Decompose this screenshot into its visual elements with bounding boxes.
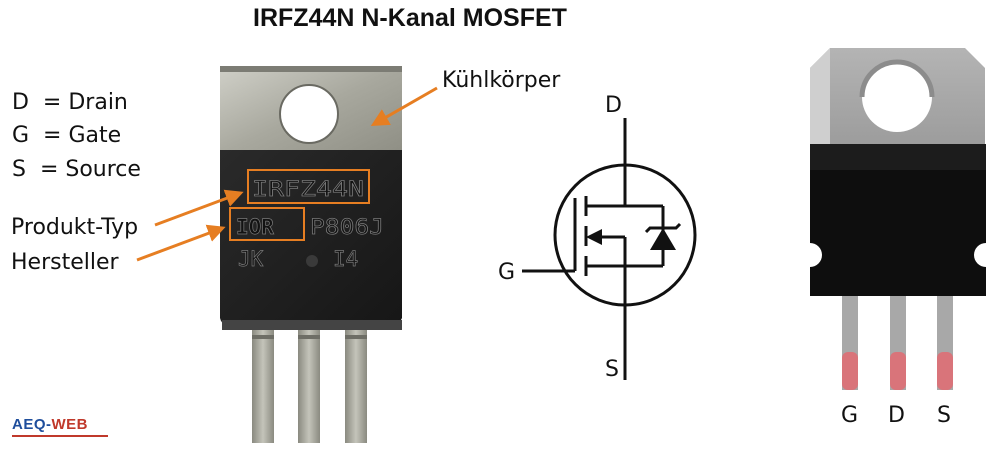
- symbol-label-source: S: [605, 357, 619, 382]
- arrow-product-type: [154, 189, 244, 227]
- legend-drain: D = Drain: [12, 90, 128, 115]
- body-diode: [650, 228, 676, 250]
- callout-manufacturer: Hersteller: [11, 250, 119, 275]
- pin-highlight-drain: [890, 352, 906, 390]
- legend-source: S = Source: [12, 157, 141, 182]
- arrow-heatsink: [370, 86, 438, 126]
- pin-label-source: S: [937, 403, 951, 428]
- mounting-hole: [279, 84, 339, 144]
- product-type-highlight: [247, 169, 370, 204]
- callout-heatsink: Kühlkörper: [442, 68, 561, 93]
- symbol-label-gate: G: [498, 260, 515, 285]
- channel-arrow: [586, 229, 602, 245]
- arrow-manufacturer: [136, 224, 226, 262]
- chip-logo-marking: IOR: [236, 215, 274, 239]
- transistor-body: [220, 150, 402, 328]
- callout-product-type: Produkt-Typ: [11, 215, 139, 240]
- legend-gate: G = Gate: [12, 123, 122, 148]
- transistor-photo-legs: [252, 305, 367, 443]
- package-drawing: [798, 48, 998, 390]
- chip-part-marking: IRFZ44N: [252, 177, 364, 201]
- brand-logo: AEQ-WEB: [12, 416, 88, 433]
- manufacturer-highlight: [229, 207, 305, 241]
- transistor-photo: IRFZ44N IOR P806J JK I4: [220, 66, 402, 443]
- pin-label-drain: D: [888, 403, 905, 428]
- brand-logo-right: WEB: [51, 416, 88, 433]
- chip-line3-left: JK: [238, 247, 264, 271]
- chip-line3-right: I4: [333, 247, 358, 271]
- page-title: IRFZ44N N-Kanal MOSFET: [253, 4, 567, 32]
- pin-label-gate: G: [841, 403, 858, 428]
- chip-code-marking: P806J: [310, 215, 384, 239]
- pin-highlight-gate: [842, 352, 858, 390]
- symbol-label-drain: D: [605, 93, 622, 118]
- brand-logo-left: AEQ-: [12, 416, 52, 433]
- package-mounting-hole: [862, 62, 932, 132]
- brand-underline: [12, 435, 108, 437]
- pin-highlight-source: [937, 352, 953, 390]
- body-diode-cathode: [644, 222, 682, 234]
